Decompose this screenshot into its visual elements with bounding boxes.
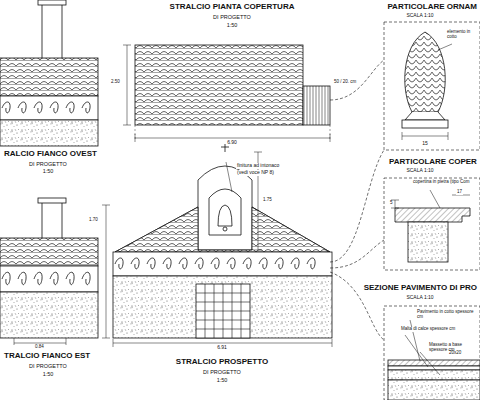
detail-frames — [330, 22, 480, 400]
scroll-ornament — [2, 272, 10, 284]
dimension: 6.91 — [216, 345, 228, 351]
door-mullion — [196, 284, 250, 338]
note: Malta di calce spessore cm — [400, 327, 462, 332]
note: Pavimento in cotto spessore cm — [416, 310, 478, 320]
view-subtitle: DI PROGETTO — [202, 369, 242, 375]
scroll-ornament — [179, 258, 187, 269]
scroll-ornament — [66, 272, 74, 284]
scroll-ornament — [82, 272, 90, 284]
dimension: 15 — [421, 141, 429, 147]
scroll-ornament — [307, 258, 315, 269]
view-subtitle: DI PROGETTO — [28, 161, 68, 167]
note: 20x20 — [448, 351, 462, 356]
stone-base — [0, 292, 98, 338]
view-title: RALCIO FIANCO OVEST — [3, 150, 98, 159]
scale-note: 1:50 — [226, 22, 239, 28]
note: finitura ad intonaco — [236, 163, 280, 169]
scale-note: 1:50 — [216, 377, 229, 383]
view-title: STRALCIO PIANTA COPERTURA — [169, 3, 296, 12]
dimension: 1.70 — [88, 218, 99, 223]
door-mullion — [196, 284, 250, 338]
scroll-ornament — [18, 102, 26, 113]
dimension: 0.84 — [34, 345, 45, 350]
floor-section — [388, 320, 480, 400]
scroll-ornament — [259, 258, 267, 269]
view-subtitle: DI PROGETTO — [28, 363, 68, 369]
scroll-ornament — [147, 258, 155, 269]
bell-gable — [198, 166, 252, 250]
view-title: STRALCIO PROSPETTO — [175, 358, 269, 367]
scroll-ornament — [82, 102, 90, 113]
note: elemento in cotto — [446, 30, 478, 40]
scroll-ornament — [163, 258, 171, 269]
coping-detail — [391, 190, 470, 262]
scroll-ornament — [227, 258, 235, 269]
note: copertina in pietra (tipo Com — [412, 180, 476, 185]
detail-title: PARTICOLARE ORNAM — [386, 3, 478, 12]
roof-plan — [123, 45, 330, 142]
decorative-band — [0, 96, 98, 120]
dimension: 6.90 — [226, 140, 238, 146]
decorative-band — [0, 266, 98, 292]
note: (vedi voce NP 8) — [236, 170, 275, 176]
view-subtitle: DI PROGETTO — [212, 14, 252, 20]
scale-note: 1:50 — [42, 168, 55, 174]
roof-tiles — [135, 45, 303, 125]
roof — [115, 207, 330, 252]
ornament-frieze — [115, 258, 315, 269]
roof — [0, 238, 98, 266]
scroll-ornament — [66, 102, 74, 113]
scroll-ornament — [115, 258, 123, 269]
door-mullion — [196, 284, 250, 338]
scroll-ornament — [50, 102, 58, 113]
east-elevation — [0, 198, 98, 345]
scale-note: SCALA 1:10 — [405, 13, 434, 19]
scroll-ornament — [34, 272, 42, 284]
scale-note: SCALA 1:10 — [405, 168, 434, 174]
ornament-frieze — [2, 272, 90, 284]
scroll-ornament — [131, 258, 139, 269]
scale-note: 1:50 — [42, 371, 55, 377]
front-elevation — [102, 144, 332, 347]
door — [196, 284, 250, 338]
scroll-ornament — [18, 272, 26, 284]
roof — [0, 58, 98, 96]
dimension: 1.75 — [262, 198, 273, 203]
door-grid — [196, 284, 250, 338]
bell-tower-plan — [303, 86, 330, 125]
bell-tower — [42, 2, 62, 60]
dimension: 17 — [456, 190, 463, 195]
dimension: 2.50 — [110, 80, 121, 85]
decorative-band — [113, 252, 332, 276]
scroll-ornament — [243, 258, 251, 269]
view-title: TRALCIO FIANCO EST — [3, 352, 91, 361]
scroll-ornament — [195, 258, 203, 269]
bell — [218, 205, 232, 226]
pine-cone-ornament — [402, 32, 452, 140]
door-mullion — [196, 284, 250, 338]
scroll-ornament — [50, 272, 58, 284]
scroll-ornament — [211, 258, 219, 269]
detail-title: PARTICOLARE COPER — [388, 158, 478, 167]
detail-title: SEZIONE PAVIMENTO DI PRO — [363, 284, 478, 293]
bell-tower — [42, 200, 62, 240]
scale-note: SCALA 1:10 — [405, 295, 434, 301]
ornament-frieze — [2, 102, 90, 113]
stone-base — [0, 120, 98, 146]
dimension: 50 / 20. cm — [333, 80, 357, 85]
west-elevation — [0, 0, 98, 146]
door-mullion — [196, 284, 250, 338]
scroll-ornament — [291, 258, 299, 269]
scroll-ornament — [34, 102, 42, 113]
dimension: 5 — [389, 201, 394, 206]
scroll-ornament — [275, 258, 283, 269]
stone-wall — [113, 276, 332, 338]
scroll-ornament — [2, 102, 10, 113]
